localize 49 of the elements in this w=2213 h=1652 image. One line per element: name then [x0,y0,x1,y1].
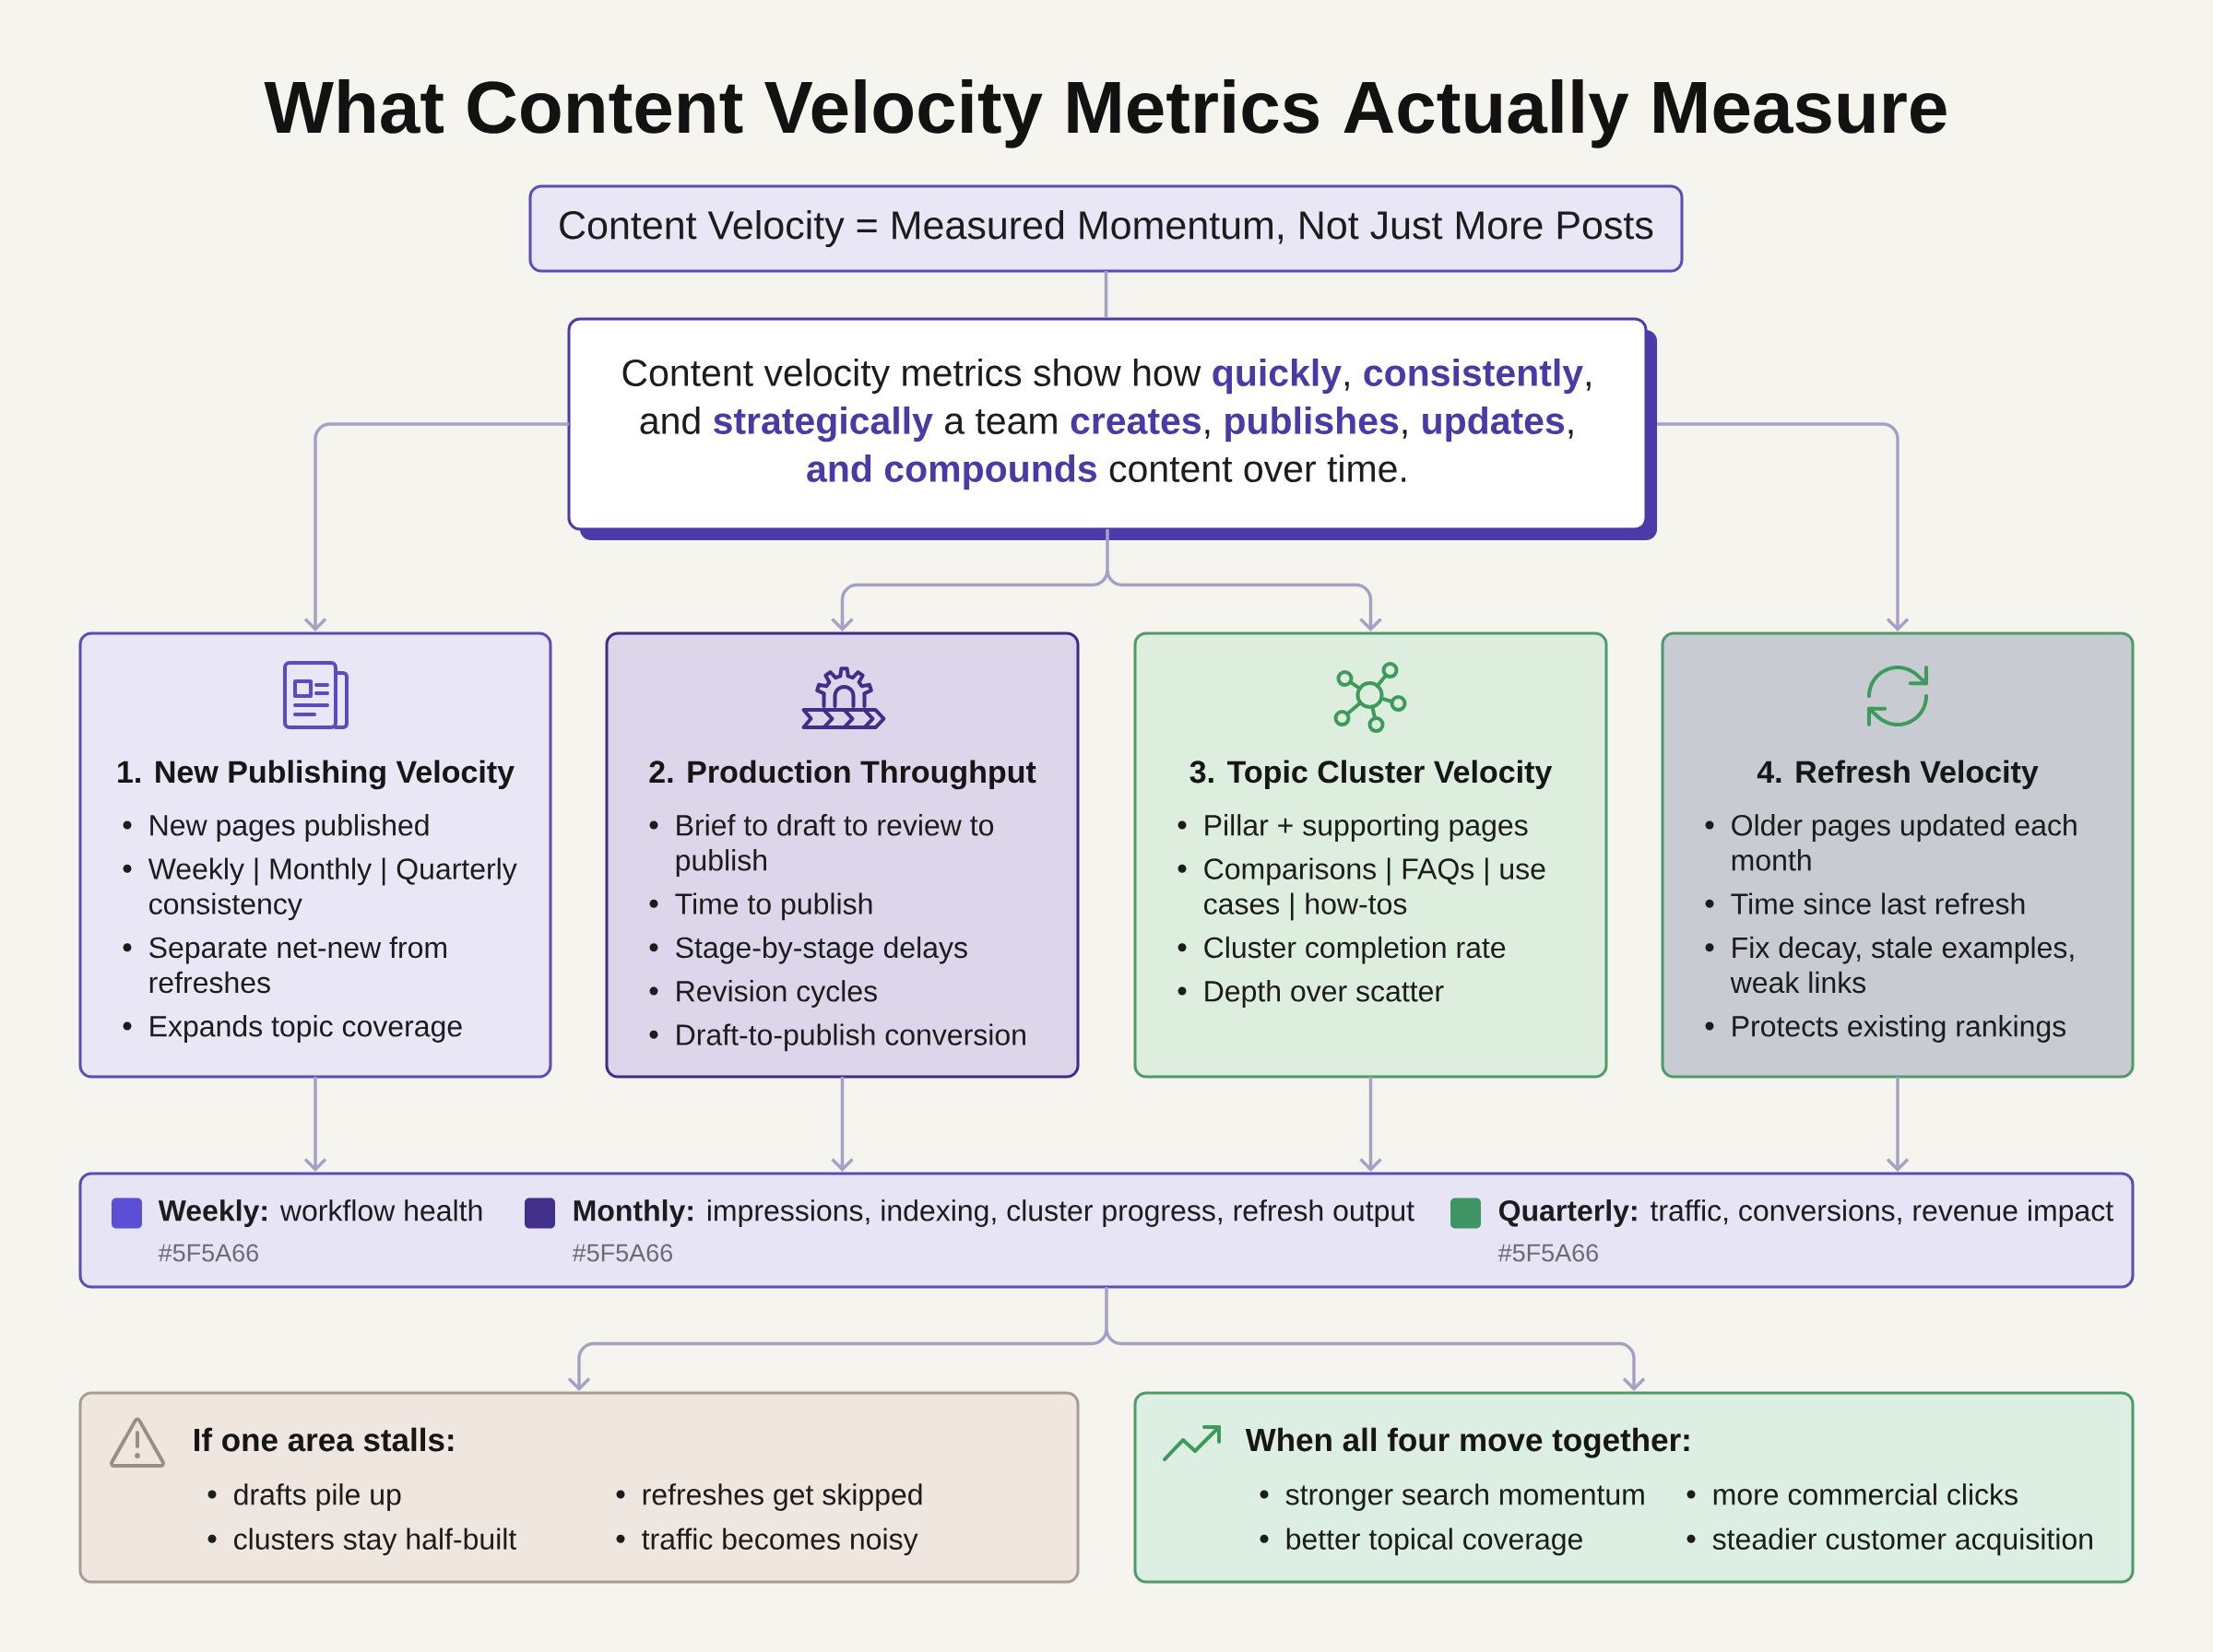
bullet-item: New pages published [123,814,429,842]
legend-label: Quarterly: traffic, conversions, revenue impact [1499,1199,2113,1227]
bullet-item: Expands topic coverage [123,1015,462,1043]
card-title: 3. Topic Cluster Velocity [1189,760,1553,790]
hex-code: #5F5A66 [572,1244,673,1262]
hex-code: #5F5A66 [158,1244,258,1262]
bullet-item: traffic becomes noisy [616,1528,918,1556]
bullet-item: stronger search momentum [1260,1483,1644,1511]
arrow [1886,1077,1910,1173]
bullet-item: refreshes get skipped [616,1483,922,1511]
arrow [303,422,569,631]
box-heading: If one area stalls: [195,1427,454,1452]
arrow [831,529,1382,631]
card-title: 1. New Publishing Velocity [118,760,515,790]
card-title: 2. Production Throughput [649,760,1036,790]
bullet-item: Brief to draft to review to publish [649,814,994,877]
box-heading: When all four move together: [1245,1427,1689,1458]
bullet-item: better topical coverage [1260,1528,1582,1556]
bullet-item: Cluster completion rate [1178,936,1506,964]
legend-label: Monthly: impressions, indexing, cluster progress, refresh output [574,1199,1414,1227]
connector-line [1104,271,1108,317]
bullet-item: Pillar + supporting pages [1178,814,1528,842]
bullet-item: Comparisons | FAQs | use cases | how-tos [1178,857,1545,921]
bullet-item: Revision cycles [649,980,877,1008]
bullet-item: Separate net-new from refreshes [123,936,446,994]
bullet-item: Protects existing rankings [1705,1015,2066,1043]
definition-box: Content velocity metrics show how quickly, consistently, and strategically a team creates, publishes, updates, and compounds content over time. [567,317,1657,540]
arrow [303,1077,327,1173]
bullet-item: Fix decay, stale examples, weak links [1705,936,2074,994]
arrow [1359,1077,1382,1173]
bullet-item: more commercial clicks [1686,1483,2018,1505]
bullet-item: drafts pile up [207,1483,401,1511]
hex-code: #5F5A66 [1497,1244,1599,1262]
arrow [831,1077,854,1173]
headline-box: Content Velocity = Measured Momentum, Not Just More Posts [528,184,1684,273]
legend-label: Weekly: workflow health [158,1199,482,1227]
card-title: 4. Refresh Velocity [1757,760,2039,790]
arrow [567,1287,1646,1391]
bullet-item: Stage-by-stage delays [649,936,967,964]
bullet-item: Time to publish [649,892,872,921]
bullet-item: Depth over scatter [1178,980,1444,1008]
bullet-item: clusters stay half-built [207,1528,517,1556]
legend-panel [78,1172,2135,1289]
bullet-item: Draft-to-publish conversion [649,1023,1025,1052]
bullet-item: Time since last refresh [1705,892,2025,914]
bullet-item: Older pages updated each month [1705,814,2077,871]
title: What Content Velocity Metrics Actually Measure [264,79,1947,148]
bullet-item: steadier customer acquisition [1686,1528,2092,1556]
bullet-item: Weekly | Monthly | Quarterly consistency [123,857,517,921]
